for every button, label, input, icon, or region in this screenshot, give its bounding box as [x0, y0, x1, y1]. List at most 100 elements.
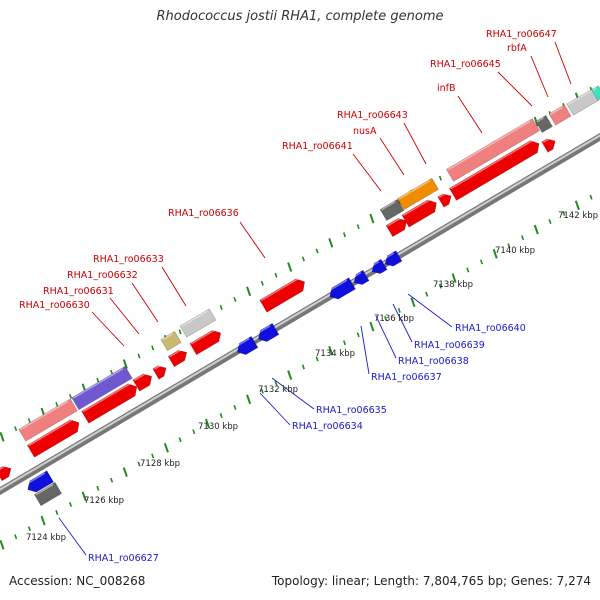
leader-reverse: [375, 315, 397, 359]
leader-forward: [239, 221, 266, 259]
feature-pink-b-shape: [445, 118, 541, 182]
cds-j: [437, 192, 452, 208]
tick-mark-bottom: [342, 340, 347, 346]
tick-mark-top: [110, 369, 114, 375]
rev-b-shine: [235, 338, 250, 348]
accession-label: Accession: NC_008268: [9, 574, 146, 588]
tick-mark-top: [260, 280, 264, 286]
tick-mark-bottom: [55, 510, 59, 515]
feature-orange: [397, 177, 439, 211]
leader-forward: [131, 282, 159, 323]
rev-g: [383, 250, 403, 267]
cds-l-shine: [542, 137, 551, 143]
cds-e-shape: [167, 349, 188, 368]
feature-grey-a-shine: [181, 310, 208, 328]
cds-a: [26, 418, 80, 458]
tick-mark-top: [356, 224, 360, 230]
tick-mark-top: [55, 402, 59, 407]
feature-purple: [71, 365, 133, 411]
feature-purple-shape: [71, 365, 133, 411]
tick-mark-bottom: [507, 243, 511, 249]
feature-tan-shape: [160, 330, 182, 352]
cds-f-shine: [190, 329, 216, 345]
tick-mark-bottom: [178, 437, 182, 443]
feature-grey-a-shape: [179, 308, 217, 338]
cds-l-shape: [541, 138, 556, 153]
forward-gene-label: RHA1_ro06633: [93, 254, 164, 265]
cds-i-shine: [402, 198, 432, 217]
tick-mark-bottom: [27, 526, 31, 532]
scale-label: 7138 kbp: [433, 280, 473, 290]
tick-mark-top: [369, 213, 375, 224]
tick-mark-bottom: [14, 534, 18, 540]
tick-mark-top: [14, 426, 18, 432]
tick-mark-top: [178, 329, 182, 335]
cds-edge-shine: [0, 465, 7, 472]
backbone-highlight: [0, 134, 600, 491]
scale-label: 7128 kbp: [140, 459, 180, 469]
rev-a-shape: [27, 470, 54, 493]
rev-c-shine: [256, 325, 271, 335]
reverse-gene-label: RHA1_ro06639: [414, 340, 485, 351]
feature-pink-c-shine: [549, 106, 563, 115]
cds-a-shine: [28, 418, 74, 447]
cds-h-shape: [385, 218, 407, 238]
feature-pink-a-shine: [19, 400, 69, 431]
tick-mark-top: [287, 262, 293, 272]
leader-forward: [403, 122, 427, 165]
rev-e: [351, 269, 370, 285]
tick-mark-top: [301, 256, 305, 262]
leader-forward: [497, 71, 533, 107]
reverse-gene-label: RHA1_ro06637: [371, 372, 442, 383]
cds-k-shine: [450, 139, 534, 190]
rev-f: [369, 258, 388, 274]
cds-k: [448, 139, 540, 201]
tick-mark-bottom: [40, 515, 46, 526]
cds-h: [385, 217, 407, 238]
feature-grey-b-shape: [566, 88, 600, 116]
tick-mark-bottom: [589, 194, 593, 200]
tick-mark-top: [96, 377, 100, 383]
leader-forward: [352, 153, 382, 192]
leader-reverse: [259, 392, 291, 426]
forward-gene-label: RHA1_ro06645: [430, 59, 501, 70]
feature-pink-b-shine: [447, 120, 531, 171]
reverse-gene-label: RHA1_ro06635: [316, 405, 387, 416]
rev-g-shape: [384, 250, 403, 267]
feature-dark-a-shape: [379, 198, 405, 222]
scale-label: 7132 kbp: [258, 385, 298, 395]
tick-mark-bottom: [219, 413, 223, 418]
leader-reverse: [58, 517, 87, 556]
feature-purple-shine: [72, 367, 124, 399]
cds-e-shine: [169, 348, 183, 358]
feature-dark-a-shine: [381, 201, 396, 211]
feature-dark-b-shape: [535, 114, 553, 134]
tick-mark-bottom: [151, 453, 155, 459]
cds-c-shape: [132, 373, 153, 392]
tick-mark-top: [0, 431, 5, 442]
cds-c: [132, 372, 153, 392]
cds-edge-shape: [0, 466, 12, 482]
tick-mark-bottom: [369, 321, 375, 332]
leader-reverse: [407, 293, 453, 328]
tick-mark-bottom: [548, 219, 552, 224]
cds-g-shape: [259, 278, 306, 313]
rev-a-shine: [25, 472, 46, 486]
tick-mark-bottom: [137, 461, 141, 467]
tick-mark-bottom: [96, 485, 100, 491]
tick-mark-top: [274, 272, 278, 278]
feature-teal-shine: [592, 87, 597, 91]
cds-j-shine: [438, 192, 447, 198]
feature-grey-b-shine: [567, 90, 591, 106]
feature-grey-b: [566, 88, 600, 116]
tick-mark-top: [137, 353, 141, 359]
cds-i: [401, 198, 437, 228]
tick-mark-bottom: [68, 501, 73, 507]
cds-a-shape: [26, 419, 80, 458]
cds-e: [167, 348, 188, 368]
tick-mark-top: [315, 248, 319, 254]
forward-gene-label: RHA1_ro06643: [337, 110, 408, 121]
forward-gene-label: RHA1_ro06631: [43, 286, 114, 297]
scale-label: 7136 kbp: [374, 314, 414, 324]
